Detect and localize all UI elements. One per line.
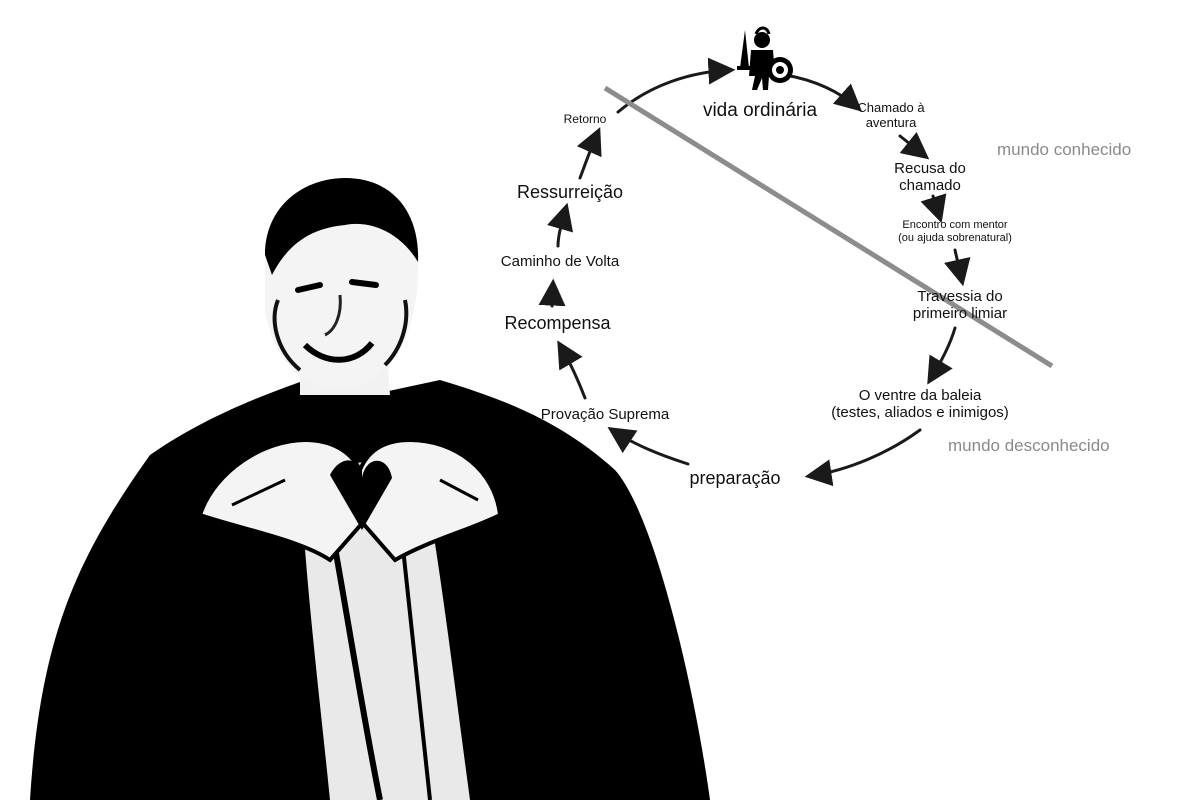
shield-icon [767, 57, 793, 83]
stage-ventre: O ventre da baleia (testes, aliados e in… [831, 387, 1009, 422]
arrow-mentor-travessia [944, 248, 971, 287]
stage-ressurreicao: Ressurreição [516, 182, 624, 202]
arrow-ventre-preparacao [804, 428, 922, 487]
realm-unknown-label: mundo desconhecido [948, 436, 1110, 455]
stage-provacao: Provação Suprema [540, 406, 670, 423]
stage-vida-ordinaria: vida ordinária [702, 100, 818, 121]
person-photo [30, 178, 710, 800]
arrow-top-right [783, 73, 863, 112]
arrow-travessia-ventre [927, 326, 957, 385]
stage-preparacao: preparação [689, 468, 781, 488]
stage-chamado: Chamado à aventura [857, 100, 925, 130]
stage-retorno: Retorno [563, 112, 607, 126]
threshold-divider [603, 85, 1054, 369]
warrior-icon [737, 26, 793, 90]
stage-recompensa: Recompensa [504, 313, 611, 333]
realm-known-label: mundo conhecido [997, 140, 1132, 159]
arrow-chamado-recusa [898, 131, 930, 160]
arrow-caminho-ressurreicao [547, 202, 574, 248]
arrow-preparacao-provacao [607, 427, 690, 466]
arrow-ressurreicao-retorno [576, 127, 602, 180]
stage-mentor: Encontro com mentor (ou ajuda sobrenatur… [898, 219, 1012, 244]
stage-travessia: Travessia do primeiro limiar [912, 288, 1008, 323]
stage-recusa: Recusa do chamado [894, 160, 966, 195]
sword-icon [740, 30, 749, 68]
arrow-recusa-mentor [920, 193, 947, 224]
arrow-provacao-recompensa [557, 340, 587, 400]
stage-caminho: Caminho de Volta [500, 253, 620, 270]
arrow-recompensa-caminho [538, 278, 566, 308]
